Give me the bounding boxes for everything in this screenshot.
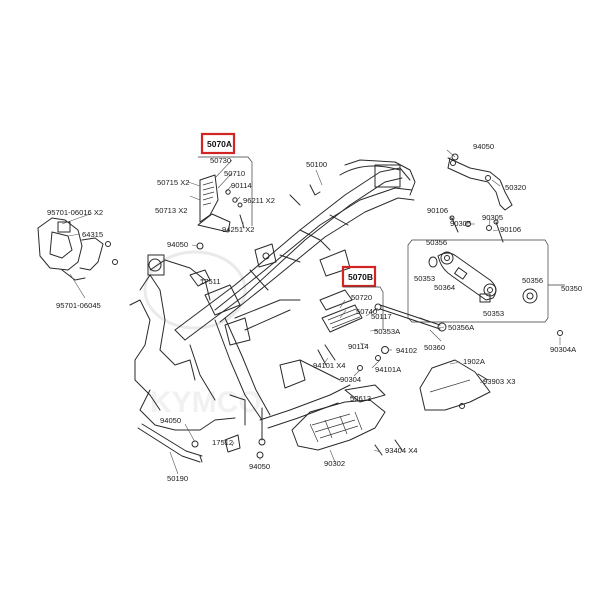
label-93404: 93404 X4 — [385, 446, 418, 455]
label-94050-c: 94050 — [160, 416, 181, 425]
label-90304: 90304 — [340, 375, 361, 384]
label-94050-a: 94050 — [473, 142, 494, 151]
label-90305-a: 90305 — [450, 219, 471, 228]
label-50353-a: 50353 — [414, 274, 435, 283]
label-94050-b: 94050 — [167, 240, 188, 249]
label-17511: 17511 — [200, 277, 221, 286]
washer-icon — [486, 225, 492, 231]
rod-assembly-50360 — [374, 303, 447, 332]
label-94102: 94102 — [396, 346, 417, 355]
label-50353A: 50353A — [374, 327, 401, 336]
washer-icon — [375, 355, 381, 361]
label-50190: 50190 — [167, 474, 188, 483]
part-code-5070A: 5070A — [207, 139, 232, 149]
small-parts-upper — [237, 202, 245, 229]
left-bracket-64315 — [37, 217, 118, 281]
part-labels: 50730 50710 50715 X2 90114 50713 X2 9621… — [47, 142, 582, 483]
label-90106-b: 90106 — [500, 225, 521, 234]
highlight-box-5070A — [200, 132, 236, 155]
linkage-detail-50350 — [407, 239, 565, 323]
step-pad-group-b — [319, 289, 363, 333]
label-50356A: 50356A — [448, 323, 475, 332]
rear-bracket-50320 — [447, 153, 513, 211]
label-50713: 50713 X2 — [155, 206, 188, 215]
label-90304A: 90304A — [550, 345, 577, 354]
step-pad-group-a — [197, 174, 238, 233]
label-50353-b: 50353 — [483, 309, 504, 318]
label-50320: 50320 — [505, 183, 526, 192]
nut-icon — [381, 346, 389, 354]
label-93903: 93903 X3 — [483, 377, 516, 386]
frame-brackets-17511-17512 — [189, 269, 241, 453]
label-90305-b: 90305 — [482, 213, 503, 222]
label-90302: 90302 — [324, 459, 345, 468]
label-50715: 50715 X2 — [157, 178, 190, 187]
bracket-50613 — [344, 384, 386, 403]
label-50730: 50730 — [210, 156, 231, 165]
label-64315: 64315 — [82, 230, 103, 239]
label-95701-06045: 95701-06045 — [56, 301, 101, 310]
hardware-parts — [191, 215, 563, 459]
label-50613: 50613 — [350, 394, 371, 403]
label-90114-a: 90114 — [231, 181, 252, 190]
label-50350: 50350 — [561, 284, 582, 293]
label-50710: 50710 — [224, 169, 245, 178]
label-96211: 96211 X2 — [243, 196, 275, 205]
part-code-5070B: 5070B — [348, 272, 373, 282]
front-bar-50190 — [137, 423, 203, 463]
label-94101A: 94101A — [375, 365, 402, 374]
lower-cover-90302 — [291, 399, 386, 451]
label-50720: 50720 — [351, 293, 372, 302]
label-95701-06016: 95701-06016 X2 — [47, 208, 103, 217]
main-frame — [129, 159, 416, 446]
label-1902A: 1902A — [463, 357, 486, 366]
label-50740: 50740 — [356, 307, 377, 316]
label-94251: 94251 X2 — [222, 225, 255, 234]
label-94101-x4: 94101 X4 — [313, 361, 346, 370]
label-90114-b: 90114 — [348, 342, 369, 351]
label-50356-b: 50356 — [522, 276, 543, 285]
label-90106-a: 90106 — [427, 206, 448, 215]
bolt-icon — [451, 153, 459, 161]
shield-1902A — [419, 359, 491, 411]
label-50100: 50100 — [306, 160, 327, 169]
label-50117: 50117 — [371, 312, 392, 321]
label-50356-a: 50356 — [426, 238, 447, 247]
label-17512: 17512 — [212, 438, 233, 447]
leader-lines — [61, 149, 561, 475]
label-94050-d: 94050 — [249, 462, 270, 471]
highlight-box-5070B — [341, 265, 377, 288]
label-50364: 50364 — [434, 283, 455, 292]
label-50360: 50360 — [424, 343, 445, 352]
